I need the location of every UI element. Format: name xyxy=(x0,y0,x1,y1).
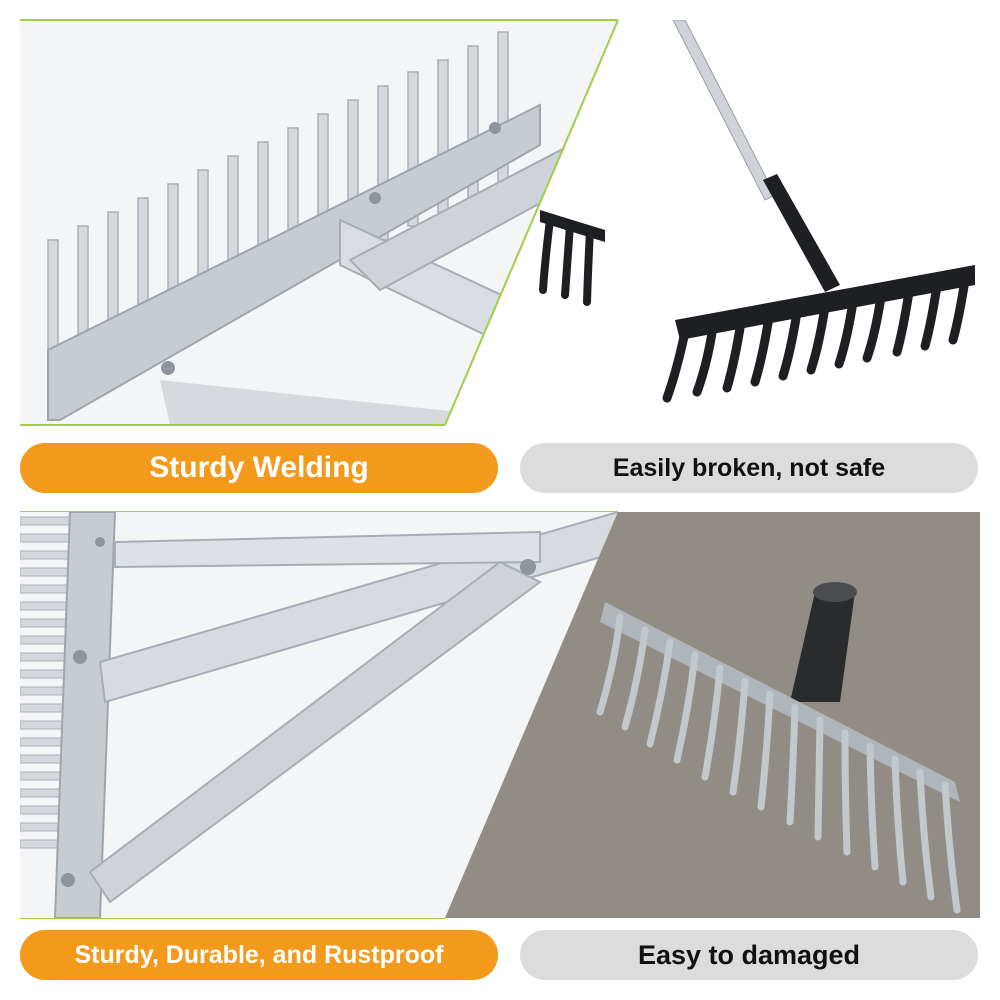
label-easy-to-damaged: Easy to damaged xyxy=(520,930,978,980)
photo-black-steel-rake xyxy=(445,20,980,425)
photo-aluminum-rake-welding xyxy=(20,20,620,425)
label-sturdy-welding-text: Sturdy Welding xyxy=(149,451,369,484)
label-sturdy-durable-rustproof: Sturdy, Durable, and Rustproof xyxy=(20,930,498,980)
photo-rusty-rake-on-soil xyxy=(445,512,980,918)
label-sturdy-welding: Sturdy Welding xyxy=(20,443,498,493)
label-easily-broken-text: Easily broken, not safe xyxy=(612,453,886,482)
label-sturdy-durable-rustproof-text: Sturdy, Durable, and Rustproof xyxy=(74,940,444,969)
label-easily-broken: Easily broken, not safe xyxy=(520,443,978,493)
label-easy-to-damaged-text: Easy to damaged xyxy=(637,939,861,970)
